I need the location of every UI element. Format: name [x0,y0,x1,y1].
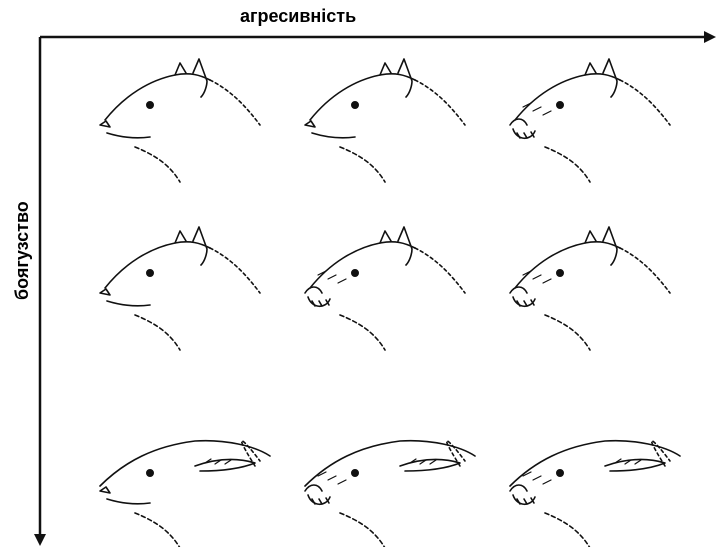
y-axis-arrow-icon [34,534,46,546]
dog-head-r2-c2 [305,227,465,350]
x-axis-arrow-icon [704,31,716,43]
y-axis [34,37,46,546]
dog-head-r3-c2 [305,441,475,547]
dog-head-r2-c1 [100,227,260,350]
dog-head-r3-c1 [100,441,270,547]
dog-head-r1-c3 [510,59,670,182]
dog-head-r2-c3 [510,227,670,350]
x-axis [40,31,716,43]
dog-head-r3-c3 [510,441,680,547]
dog-head-r1-c2 [305,59,465,182]
dog-head-r1-c1 [100,59,260,182]
dog-heads-grid [100,59,680,547]
